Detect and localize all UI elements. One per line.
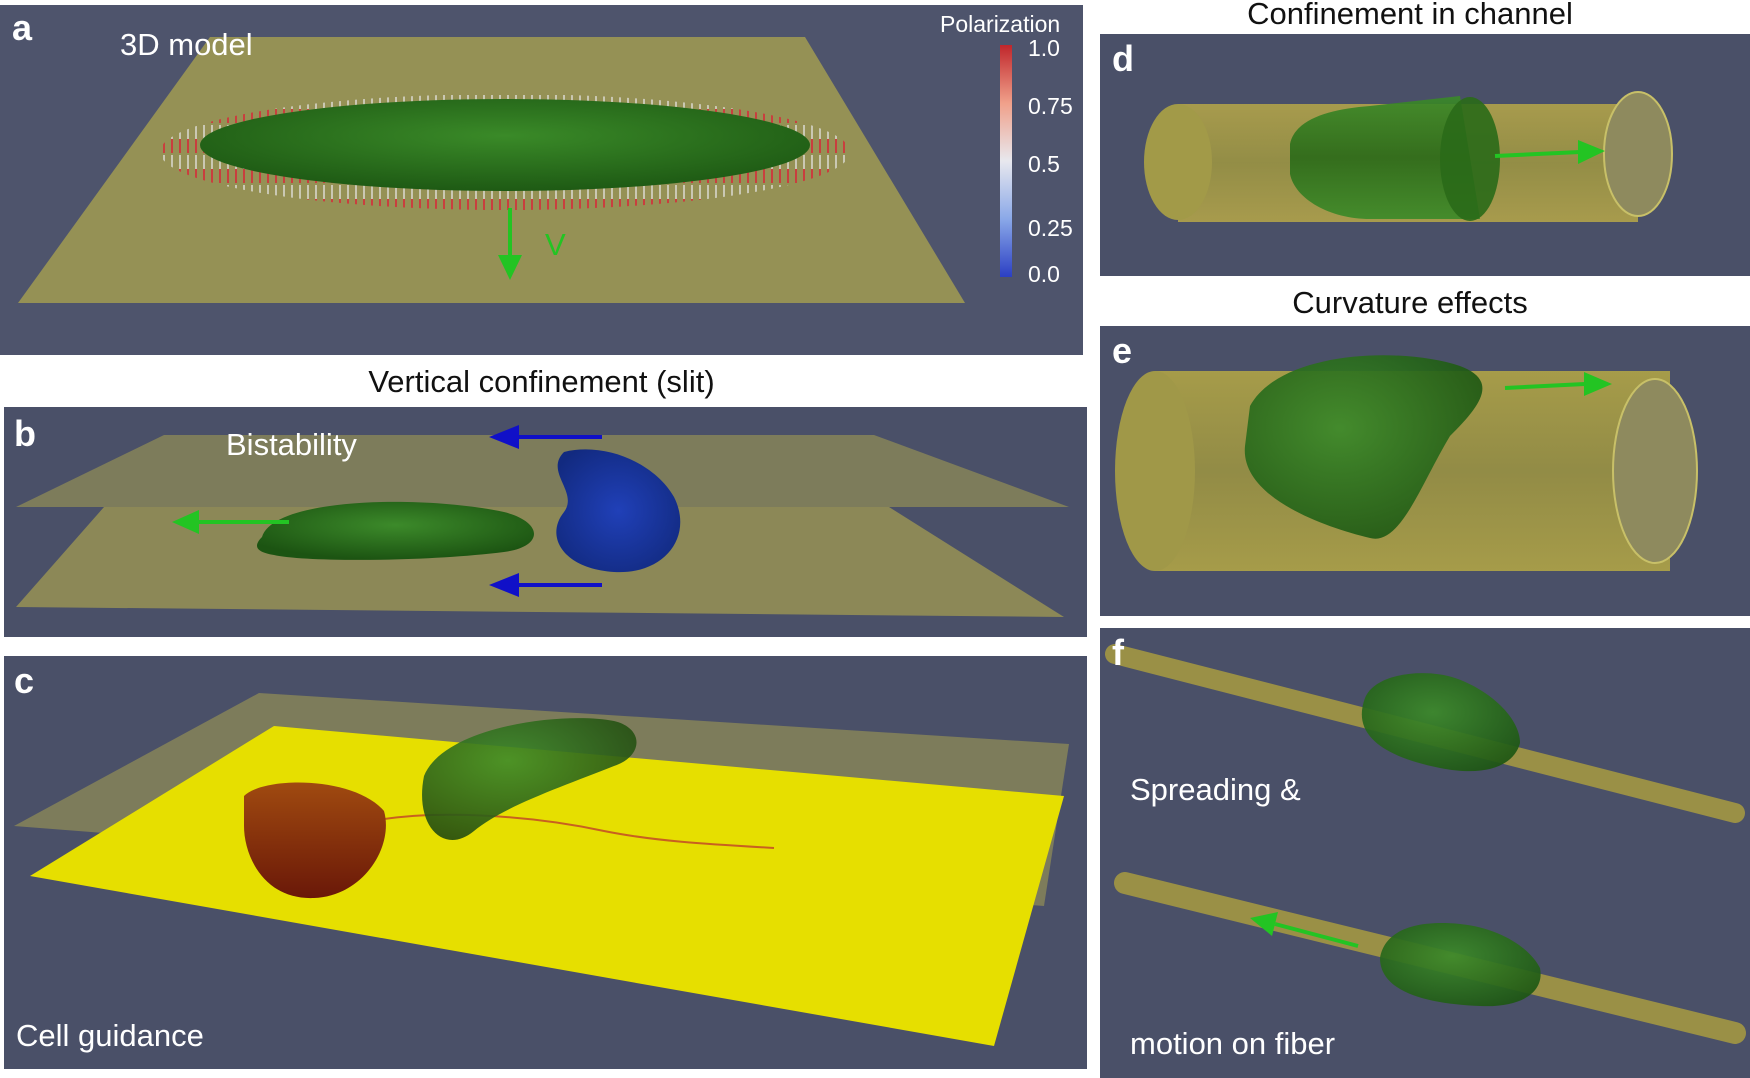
panel-b: b Bistability — [4, 407, 1087, 637]
heading-vertical-confinement: Vertical confinement (slit) — [368, 364, 715, 399]
panel-a: a 3D model V Polarization 1.0 0.75 0.5 0… — [0, 5, 1083, 355]
cell-spreading — [1361, 673, 1520, 772]
panel-d: d — [1100, 34, 1750, 276]
arrow-green-head — [1250, 912, 1278, 936]
heading-curvature: Curvature effects — [1292, 285, 1528, 320]
cell-red — [244, 782, 386, 899]
arrow-green-head — [1578, 140, 1605, 164]
slit-lower-plane — [16, 507, 1064, 617]
cell-on-fiber — [1380, 923, 1541, 1007]
channel-end-right — [1603, 91, 1673, 217]
guidance-track — [348, 813, 775, 849]
heading-channel: Confinement in channel — [1247, 0, 1573, 31]
arrow-green-shaft — [1504, 382, 1586, 390]
panel-e-scene — [1115, 355, 1698, 571]
panel-f-scene — [1105, 644, 1746, 1044]
velocity-arrow-head — [498, 255, 522, 280]
panel-f: f Spreading & motion on fiber — [1100, 628, 1750, 1078]
panel-a-label: 3D model — [120, 27, 253, 62]
fiber-end-right — [1612, 378, 1698, 564]
arrow-blue-bottom-head — [489, 573, 519, 597]
panel-letter-c: c — [14, 660, 35, 701]
arrow-green-shaft — [1274, 922, 1359, 948]
panel-letter-a: a — [12, 7, 33, 48]
colorbar-title: Polarization — [940, 11, 1061, 37]
panel-c-scene — [14, 693, 1069, 1046]
colorbar-tick-2: 0.5 — [1028, 151, 1060, 177]
panel-letter-e: e — [1112, 330, 1133, 371]
cell-front — [1440, 97, 1500, 221]
colorbar-tick-4: 0.0 — [1028, 261, 1060, 287]
arrow-green-shaft — [1494, 150, 1581, 158]
panel-letter-b: b — [14, 413, 36, 454]
slit-upper-plane — [16, 435, 1069, 507]
panel-f-label-top: Spreading & — [1130, 772, 1301, 807]
panel-b-scene — [16, 425, 1069, 617]
cell-body — [200, 99, 810, 191]
cell-blue — [556, 449, 681, 573]
panel-d-scene — [1144, 91, 1673, 222]
panel-a-scene — [18, 37, 1012, 303]
panel-e: e — [1100, 326, 1750, 616]
panel-b-label: Bistability — [226, 427, 357, 462]
panel-letter-f: f — [1112, 632, 1124, 673]
panel-c: c Cell guidance — [4, 656, 1087, 1069]
colorbar-tick-3: 0.25 — [1028, 215, 1073, 241]
fiber-end-left — [1115, 371, 1195, 571]
channel-end-left — [1144, 104, 1212, 220]
colorbar-tick-1: 0.75 — [1028, 93, 1073, 119]
panel-f-label-bottom: motion on fiber — [1130, 1026, 1336, 1061]
colorbar-tick-0: 1.0 — [1028, 35, 1060, 61]
cell-green — [257, 501, 534, 560]
velocity-label: V — [545, 227, 566, 262]
arrow-blue-top-head — [489, 425, 519, 449]
cell-green — [1244, 355, 1483, 539]
panel-c-label: Cell guidance — [16, 1018, 204, 1053]
cell-green — [422, 718, 637, 840]
colorbar-gradient — [1000, 45, 1012, 277]
cell-green — [1290, 96, 1480, 219]
panel-letter-d: d — [1112, 38, 1134, 79]
arrow-green-head — [172, 510, 199, 534]
arrow-green-head — [1584, 372, 1612, 396]
